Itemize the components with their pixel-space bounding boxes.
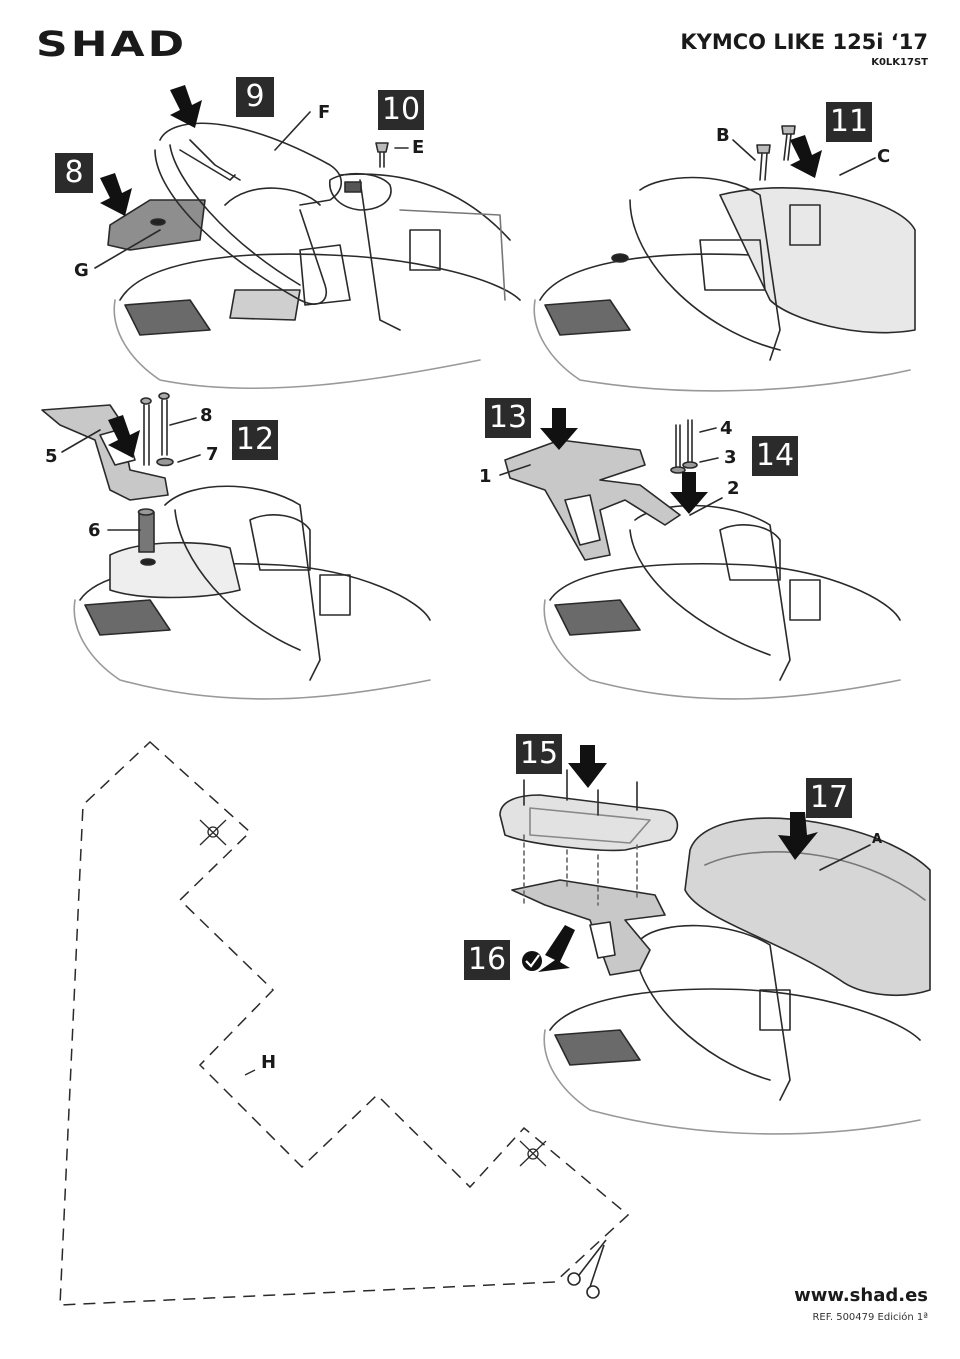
bracket-5 [42, 405, 168, 500]
label-b: B [716, 125, 730, 146]
label-6: 6 [88, 520, 101, 541]
base-plate [500, 795, 677, 850]
arrow-icon [568, 745, 607, 788]
label-8: 8 [200, 405, 213, 426]
arrow-icon [100, 173, 132, 216]
label-3: 3 [724, 447, 737, 468]
label-7: 7 [206, 444, 219, 465]
step-17: 17 [806, 778, 852, 818]
arrow-icon [790, 135, 822, 178]
seat-a [685, 818, 930, 995]
website-url: www.shad.es [794, 1285, 928, 1306]
arrow-icon [538, 925, 575, 972]
shad-logo: SHAD [36, 25, 188, 65]
scissors-icon [568, 1240, 606, 1298]
step-11: 11 [826, 102, 872, 142]
step-8: 8 [55, 153, 93, 193]
screw-b [757, 145, 770, 153]
arrow-icon [170, 85, 202, 128]
step-16: 16 [464, 940, 510, 980]
label-1: 1 [479, 466, 492, 487]
step-15: 15 [516, 734, 562, 774]
label-a: A [872, 832, 883, 847]
rack-f [160, 123, 341, 205]
arrow-icon [670, 472, 708, 514]
step-14: 14 [752, 436, 798, 476]
model-title: KYMCO LIKE 125i ‘17 [680, 30, 928, 54]
step-10: 10 [378, 90, 424, 130]
scooter-rear-panel-2 [534, 178, 915, 391]
scooter-rear-panel-4 [544, 506, 900, 699]
model-code: K0LK17ST [871, 57, 928, 68]
step-9: 9 [236, 77, 274, 117]
label-4: 4 [720, 418, 733, 439]
label-2: 2 [727, 478, 740, 499]
reference-edition: REF. 500479 Edición 1ª [812, 1312, 928, 1323]
scooter-rear-panel-1 [114, 174, 520, 389]
scooter-rear-panel-3 [74, 486, 430, 699]
spacer-6 [139, 512, 154, 552]
arrow-icon [540, 408, 578, 450]
arrow-icon [108, 415, 140, 458]
label-5: 5 [45, 446, 58, 467]
screw-e [376, 143, 388, 152]
checkmark-icon [522, 951, 542, 971]
step-12: 12 [232, 420, 278, 460]
step-13: 13 [485, 398, 531, 438]
label-g: G [74, 260, 89, 281]
plate-1 [505, 440, 680, 560]
label-f: F [318, 102, 331, 123]
arrow-icon [778, 812, 818, 860]
label-c: C [877, 146, 891, 167]
label-h: H [261, 1052, 277, 1073]
label-e: E [412, 137, 425, 158]
